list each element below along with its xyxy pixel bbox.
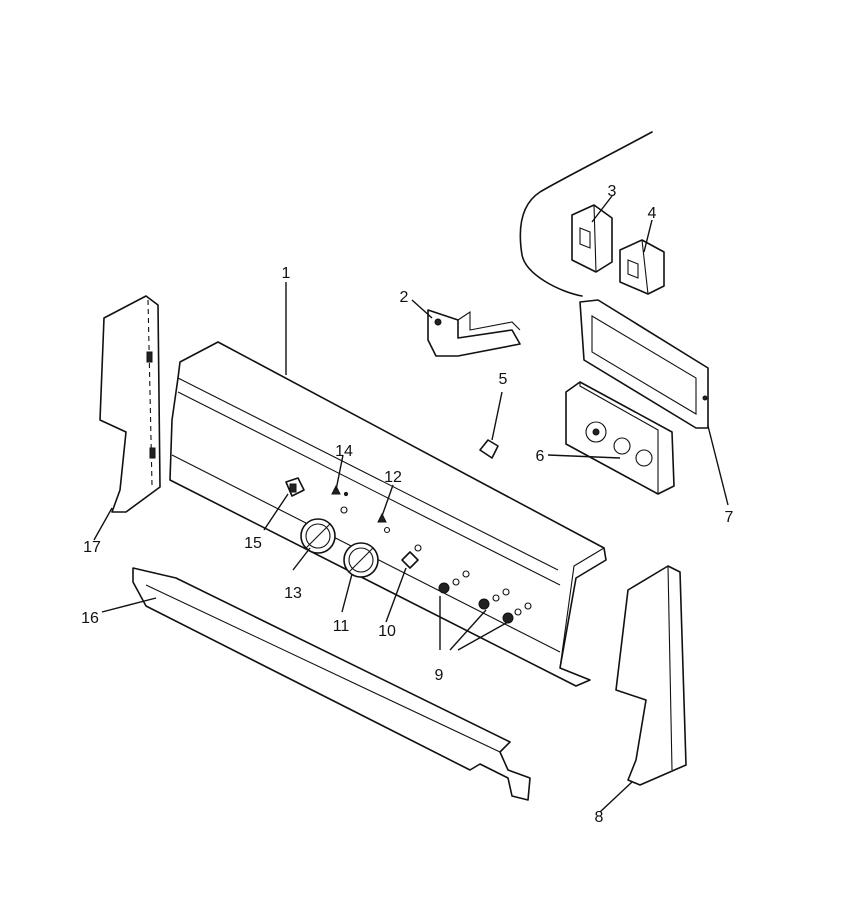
right-end-cap bbox=[615, 565, 687, 786]
callout-14: 14 bbox=[335, 443, 353, 460]
callout-labels: 1 2 3 4 5 6 7 8 9 10 11 12 13 14 15 16 1… bbox=[81, 183, 733, 826]
callout-6: 6 bbox=[536, 448, 545, 465]
callout-12: 12 bbox=[384, 469, 402, 486]
bracket bbox=[427, 309, 521, 357]
button-10 bbox=[401, 544, 422, 569]
callout-15: 15 bbox=[244, 535, 262, 552]
callout-9: 9 bbox=[435, 667, 444, 684]
callout-1: 1 bbox=[282, 265, 291, 282]
knob-11 bbox=[343, 542, 379, 578]
callout-8: 8 bbox=[595, 809, 604, 826]
callout-2: 2 bbox=[400, 289, 409, 306]
range-body-outline bbox=[519, 131, 653, 297]
callout-13: 13 bbox=[284, 585, 302, 602]
callout-7: 7 bbox=[725, 509, 734, 526]
knob-13 bbox=[300, 518, 336, 554]
screw-12 bbox=[377, 512, 391, 534]
clock-timer bbox=[565, 381, 675, 495]
callout-11: 11 bbox=[333, 618, 350, 635]
leader-lines bbox=[93, 195, 729, 813]
left-end-cap bbox=[99, 295, 161, 513]
callout-4: 4 bbox=[648, 205, 657, 222]
callout-10: 10 bbox=[378, 623, 396, 640]
switch-4 bbox=[619, 239, 665, 295]
lower-trim-strip bbox=[132, 567, 531, 801]
callout-5: 5 bbox=[499, 371, 508, 388]
callout-3: 3 bbox=[608, 183, 617, 200]
callout-16: 16 bbox=[81, 610, 99, 627]
callout-17: 17 bbox=[83, 539, 101, 556]
knob-stems-9 bbox=[438, 570, 532, 624]
switch-15 bbox=[285, 477, 305, 497]
switch-3 bbox=[571, 204, 613, 273]
plug-5 bbox=[479, 439, 499, 459]
